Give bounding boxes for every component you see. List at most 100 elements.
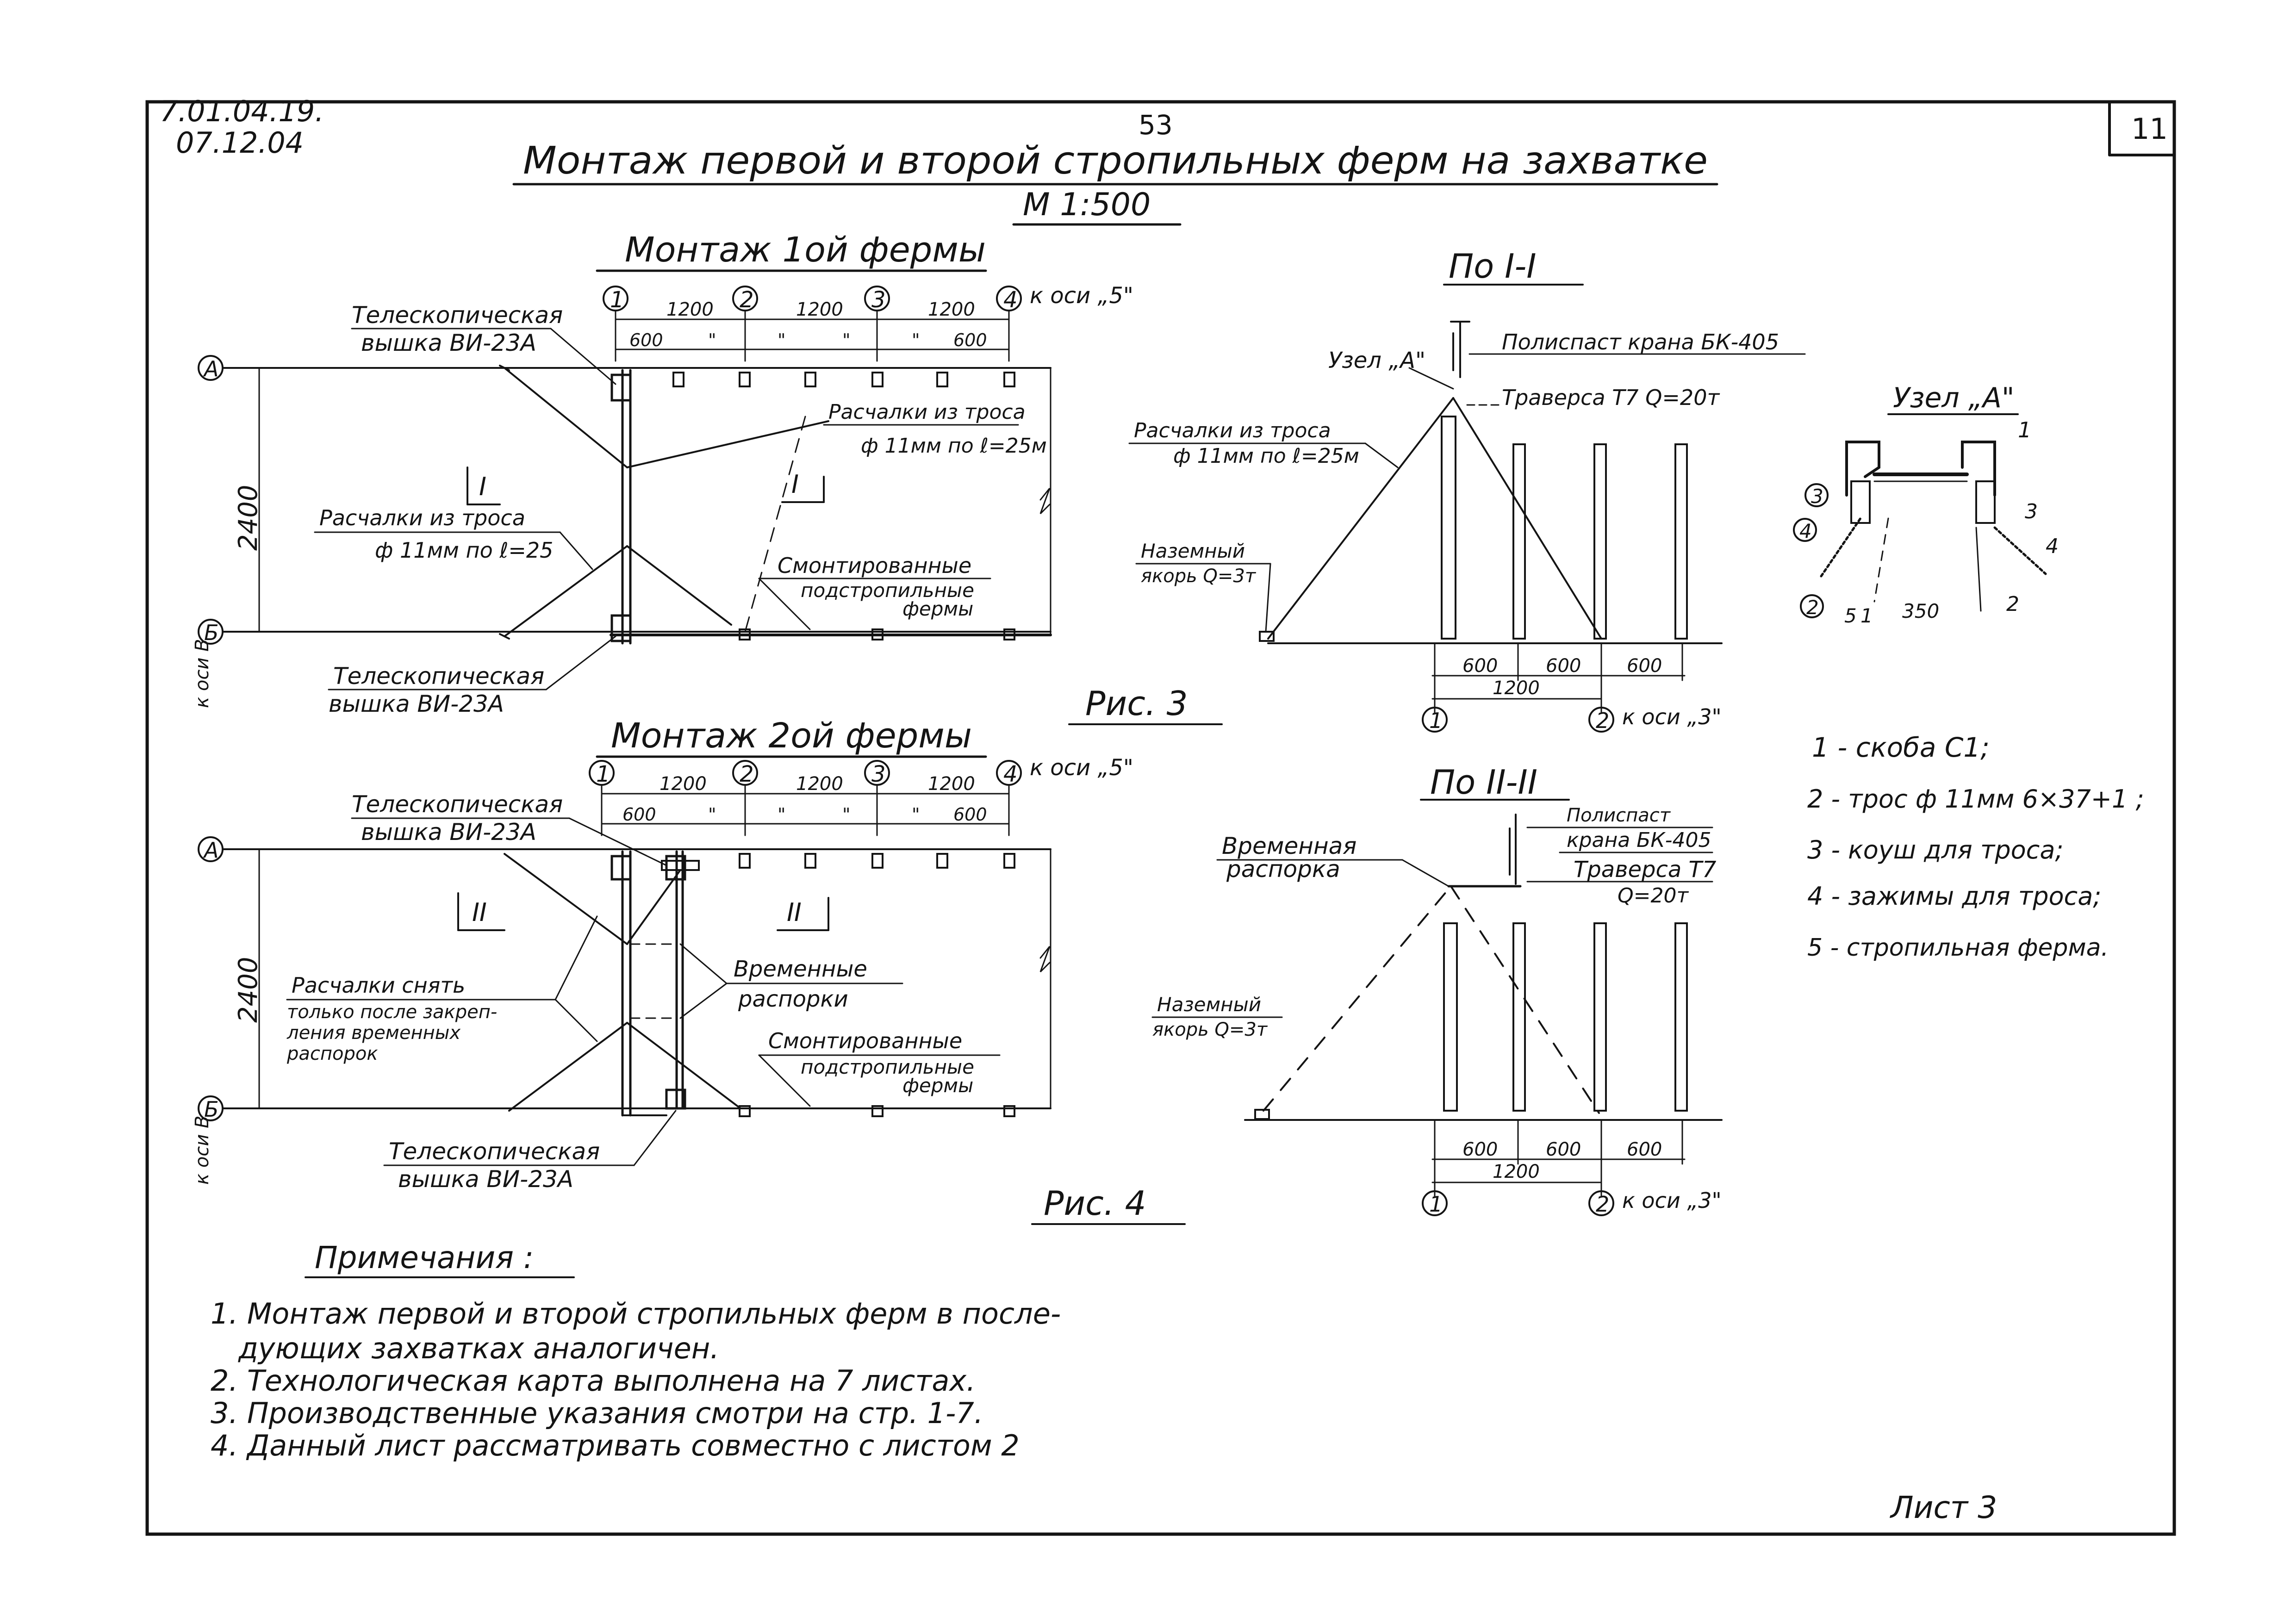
fig3-span: 2400 (233, 485, 263, 551)
section1-dim-1: 600 (1462, 655, 1498, 677)
fig3-dim-bot-5: " (912, 330, 920, 350)
fig4-axis-3: 3 (871, 761, 886, 787)
fig3-section-right: I (791, 470, 799, 499)
fig4-dim-top-2: 1200 (796, 773, 843, 795)
note-2: 2. Технологическая карта выполнена на 7 … (211, 1364, 976, 1398)
section1-dim-2: 600 (1546, 655, 1581, 677)
fig4-axis-2: 2 (740, 761, 754, 787)
fig4-section-mark: II II (457, 892, 829, 931)
note-3: 3. Производственные указания смотри на с… (211, 1396, 983, 1430)
section1-lbl-anchor-1: Наземный (1141, 540, 1245, 562)
section2-dim-2: 600 (1546, 1139, 1581, 1160)
node-a-dim-350: 350 (1902, 600, 1939, 622)
fig4-lbl-temp-struts-2: распорки (738, 986, 848, 1012)
fig3-axis-3: 3 (871, 287, 886, 313)
page-title: Монтаж первой и второй стропильных ферм … (523, 139, 1708, 183)
fig4-lbl-mounted-1: Смонтированные (768, 1028, 962, 1053)
fig3-axis-note: к оси „5" (1030, 283, 1133, 309)
note-1: 1. Монтаж первой и второй стропильных фе… (211, 1297, 1061, 1331)
fig4-lbl-guys-2: только после закреп- (287, 1001, 497, 1023)
section1-axis-2: 2 (1596, 708, 1609, 733)
fig4-lbl-tower-bottom-2: вышка ВИ-23А (398, 1166, 573, 1193)
node-a-mark-5: 5 (1844, 604, 1857, 627)
node-a-mark-1-bottom: 1 (1860, 604, 1873, 627)
fig4-dim-bot-3: " (778, 804, 785, 825)
fig3-axis-4: 4 (1003, 287, 1018, 313)
fig4-dim-top-3: 1200 (928, 773, 975, 795)
section2-axis-1: 1 (1429, 1192, 1443, 1217)
section1-lbl-pulley: Полиспаст крана БК-405 (1502, 330, 1779, 354)
section2-lbl-anchor-2: якорь Q=3т (1152, 1019, 1268, 1040)
fig3-guy-ropes (499, 365, 829, 640)
node-a-heading: Узел „А" (1893, 382, 2015, 414)
notes: Примечания : 1. Монтаж первой и второй с… (211, 1240, 1061, 1462)
fig4-section-left: II (472, 898, 487, 927)
scale-label: М 1:500 (1023, 187, 1151, 223)
legend-item-5: 5 - стропильная ферма. (1807, 934, 2109, 962)
fig3-caption: Рис. 3 (1085, 684, 1188, 723)
section2-lbl-anchor-1: Наземный (1157, 993, 1261, 1016)
fig4-dim-bot-4: " (842, 804, 850, 825)
legend-item-2: 2 - трос ф 11мм 6×37+1 ; (1807, 784, 2144, 814)
legend: 1 - скоба С1; 2 - трос ф 11мм 6×37+1 ; 3… (1807, 732, 2144, 962)
node-a-mark-3: 3 (1811, 485, 1823, 508)
fig3-dim-top-2: 1200 (796, 299, 843, 320)
fig4-dim-bot-5: " (912, 804, 920, 825)
header: 7.01.04.19. 07.12.04 53 11 Монтаж первой… (160, 94, 2168, 226)
legend-item-4: 4 - зажимы для троса; (1807, 882, 2102, 911)
figure-4-plan: Монтаж 2ой фермы 1 2 3 4 к оси „5" 1200 … (192, 716, 1186, 1225)
section1-heading: По I-I (1449, 247, 1537, 286)
section2-lbl-temp-strut-1: Временная (1222, 833, 1356, 859)
fig3-lbl-guys-right-2: ф 11мм по ℓ=25м (861, 434, 1047, 458)
section2-dim-3: 600 (1627, 1139, 1662, 1160)
fig3-lbl-tower-top-1: Телескопическая (352, 302, 563, 329)
fig4-dim-bot-1: 600 (622, 804, 656, 825)
fig4-lbl-temp-struts-1: Временные (734, 956, 867, 982)
fig4-dimensions: 1200 1200 1200 600 " " " " 600 (601, 773, 1010, 836)
figure-3-plan: Монтаж 1ой фермы 1 2 3 4 к оси „5" 1200 … (192, 230, 1223, 725)
section2-axis-2: 2 (1596, 1192, 1609, 1217)
fig4-structure (610, 850, 1015, 1117)
fig4-caption: Рис. 4 (1044, 1184, 1146, 1223)
fig4-axis-4: 4 (1003, 761, 1018, 787)
fig3-lbl-guys-left-2: ф 11мм по ℓ=25 (375, 538, 553, 563)
fig4-lbl-tower-top-2: вышка ВИ-23А (361, 819, 536, 846)
node-a-mark-3-right: 3 (2025, 500, 2038, 523)
section2-axis-note: к оси „3" (1622, 1188, 1722, 1213)
fig3-dim-bot-3: " (778, 330, 785, 350)
section1-dim-3: 600 (1627, 655, 1662, 677)
fig3-dim-top-3: 1200 (928, 299, 975, 320)
section1-lbl-traverse: Траверса Т7 Q=20т (1502, 385, 1720, 410)
section-2: По II-II Полиспаст крана БК-405 Траверса… (1151, 763, 1723, 1217)
fig3-structure (610, 369, 1015, 645)
fig3-lbl-tower-bottom-1: Телескопическая (333, 663, 544, 690)
section1-lbl-guys-2: ф 11мм по ℓ=25м (1173, 444, 1359, 468)
fig3-lbl-guys-left-1: Расчалки из троса (319, 505, 525, 530)
fig3-section-left: I (479, 472, 486, 501)
section2-lbl-temp-strut-2: распорка (1226, 856, 1340, 883)
fig3-lbl-mounted-3: фермы (902, 597, 973, 620)
legend-item-3: 3 - коуш для троса; (1807, 835, 2064, 864)
legend-item-1: 1 - скоба С1; (1812, 732, 1990, 763)
section2-dim-1: 600 (1462, 1139, 1498, 1160)
section1-lbl-node: Узел „А" (1328, 348, 1425, 373)
node-a-mark-1: 1 (2018, 417, 2031, 442)
fig3-lbl-tower-bottom-2: вышка ВИ-23А (329, 690, 504, 717)
fig4-dim-top-1: 1200 (660, 773, 707, 795)
section2-heading: По II-II (1430, 763, 1537, 802)
fig4-lbl-guys-4: распорок (286, 1043, 378, 1064)
section2-dim-total: 1200 (1493, 1161, 1540, 1182)
fig3-axis-marks: 1 2 3 4 к оси „5" (603, 283, 1133, 313)
doc-date: 07.12.04 (176, 126, 304, 160)
fig3-dim-bot-4: " (842, 330, 850, 350)
fig4-span: 2400 (233, 957, 263, 1023)
note-1-cont: дующих захватках аналогичен. (238, 1331, 719, 1365)
fig4-lbl-tower-bottom-1: Телескопическая (389, 1138, 600, 1165)
node-a-mark-2-right: 2 (2006, 592, 2019, 616)
node-a-mark-4-right: 4 (2046, 535, 2059, 558)
section1-lbl-guys-1: Расчалки из троса (1134, 419, 1331, 442)
fig3-dimensions: 1200 1200 1200 600 " " " " 600 (615, 299, 1010, 362)
fig4-lbl-tower-top-1: Телескопическая (352, 791, 563, 818)
fig3-lbl-tower-top-2: вышка ВИ-23А (361, 330, 536, 356)
fig4-axis-note: к оси „5" (1030, 755, 1133, 781)
